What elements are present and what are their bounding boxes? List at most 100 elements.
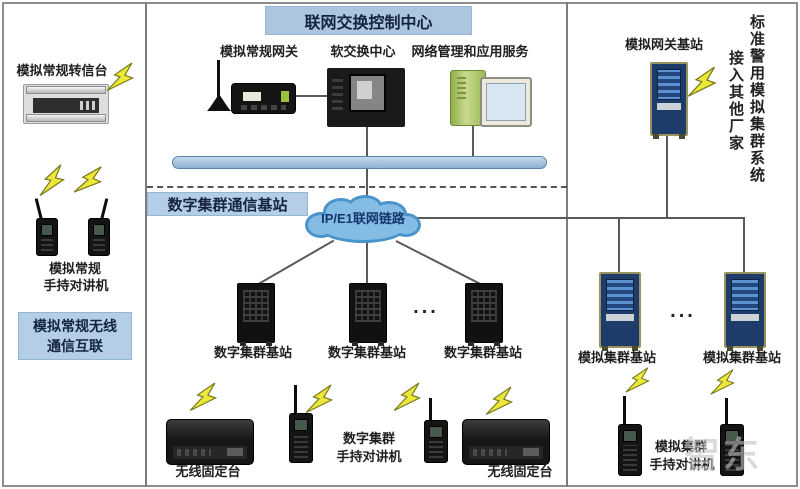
cloud-fill xyxy=(308,198,418,240)
rack-leg xyxy=(378,342,384,346)
digital-section-label-text: 数字集群通信基站 xyxy=(167,196,288,214)
digital-base-rack-2 xyxy=(349,283,387,346)
cabinet-grid xyxy=(731,279,759,311)
analog-trunking-handheld-1 xyxy=(616,396,644,476)
cabinet-leg xyxy=(653,134,659,139)
digital-handheld-label-2: 手持对讲机 xyxy=(336,449,402,464)
repeater-rail xyxy=(26,86,106,94)
center-ellipsis: ... xyxy=(413,296,439,318)
analog-trunking-cabinet-2-label: 模拟集群基站 xyxy=(702,350,782,365)
repeater-keys xyxy=(80,101,96,110)
gateway-buttons xyxy=(241,105,286,110)
connector-gateway-server xyxy=(291,95,329,97)
radio-keypad xyxy=(41,239,53,251)
rack-leg xyxy=(494,342,500,346)
connector-bus-cloud xyxy=(366,167,368,202)
radio-screen xyxy=(294,419,308,431)
lightning-icon xyxy=(305,384,334,414)
vertical-note-col-right: 标准警用模拟集群系统 xyxy=(748,14,765,184)
analog-trunking-cabinet-1 xyxy=(599,272,641,351)
digital-handheld-radio-2 xyxy=(422,398,450,463)
radio-keypad xyxy=(294,434,308,458)
connector-server-bus xyxy=(366,126,368,158)
lightning-icon xyxy=(485,386,514,416)
server-vents xyxy=(331,75,343,111)
analog-trunking-handheld-label-2: 手持对讲机 xyxy=(649,457,715,472)
fixed-station-right-label: 无线固定台 xyxy=(487,464,553,479)
interconnect-line-2: 通信互联 xyxy=(47,338,103,354)
connector-gatewaybase-down xyxy=(666,136,668,218)
title-banner-text: 联网交换控制中心 xyxy=(304,14,433,32)
analog-trunking-handheld-label-1: 模拟集群 xyxy=(654,439,708,454)
server-internals xyxy=(356,80,373,99)
fixed-station-right-device xyxy=(462,419,550,465)
gateway-led xyxy=(280,90,289,102)
antenna-base-icon xyxy=(207,94,231,111)
connector-cloud-rack2 xyxy=(366,238,368,285)
radio-antenna xyxy=(429,398,432,422)
radio-keypad xyxy=(93,239,105,251)
panel-divider-left xyxy=(145,2,147,487)
cloud-label: IP/E1联网链路 xyxy=(321,211,406,226)
radio-keypad xyxy=(623,445,637,471)
digital-handheld-label-1: 数字集群 xyxy=(342,431,396,446)
lightning-icon xyxy=(687,66,717,97)
radio-antenna xyxy=(623,396,626,426)
rack-leg xyxy=(266,342,272,346)
analog-trunking-cabinet-2 xyxy=(724,272,766,351)
pc-monitor xyxy=(480,77,532,127)
gateway-body xyxy=(231,83,296,114)
cabinet-leg xyxy=(632,346,638,351)
radio-screen xyxy=(725,430,739,442)
analog-repeater-label: 模拟常规转信台 xyxy=(16,63,108,78)
title-banner: 联网交换控制中心 xyxy=(265,6,472,35)
dashed-section-divider xyxy=(147,186,567,188)
analog-repeater-device xyxy=(23,84,109,124)
softswitch-label: 软交换中心 xyxy=(330,44,396,59)
gateway-display xyxy=(243,92,261,102)
cabinet-band xyxy=(731,314,759,322)
lightning-icon xyxy=(710,369,735,395)
radio-screen xyxy=(429,426,443,438)
cabinet-leg xyxy=(757,346,763,351)
cabinet-grid xyxy=(606,279,634,311)
analog-interconnect-box: 模拟常规无线 通信互联 xyxy=(18,312,132,360)
interconnect-line-1: 模拟常规无线 xyxy=(33,318,117,334)
radio-keypad xyxy=(429,441,443,458)
analog-handheld-radio-2 xyxy=(86,198,112,256)
digital-base-rack-3-label: 数字集群基站 xyxy=(443,345,523,360)
lightning-icon xyxy=(106,62,135,92)
rack-grid xyxy=(471,290,497,322)
connector-cloud-right-panel xyxy=(412,217,745,219)
cabinet-leg xyxy=(602,346,608,351)
lightning-icon xyxy=(189,382,218,412)
radio-screen xyxy=(93,224,105,236)
cabinet-band xyxy=(657,103,681,111)
connector-cabinet2 xyxy=(743,218,745,273)
radio-body xyxy=(36,218,58,256)
radio-antenna xyxy=(294,385,297,415)
repeater-rail xyxy=(26,114,106,122)
analog-trunking-cabinet-1-label: 模拟集群基站 xyxy=(577,350,657,365)
antenna-icon xyxy=(217,60,220,98)
rack-leg xyxy=(468,342,474,346)
rack-grid xyxy=(243,290,269,322)
cabinet-leg xyxy=(679,134,685,139)
analog-gateway-label: 模拟常规网关 xyxy=(219,44,299,59)
analog-handheld-label-2: 手持对讲机 xyxy=(43,278,109,293)
radio-keypad xyxy=(725,445,739,471)
right-ellipsis: ... xyxy=(670,300,696,322)
radio-body xyxy=(720,424,744,476)
nms-label: 网络管理和应用服务 xyxy=(411,44,529,59)
digital-base-rack-2-label: 数字集群基站 xyxy=(327,345,407,360)
analog-gateway-device xyxy=(203,60,296,114)
radio-body xyxy=(88,218,110,256)
radio-screen xyxy=(623,430,637,442)
ip-e1-cloud: IP/E1联网链路 xyxy=(305,195,421,243)
digital-section-label-box: 数字集群通信基站 xyxy=(147,192,308,216)
digital-base-rack-1 xyxy=(237,283,275,346)
radio-body xyxy=(289,413,313,463)
radio-screen xyxy=(41,224,53,236)
cabinet-band xyxy=(606,314,634,322)
